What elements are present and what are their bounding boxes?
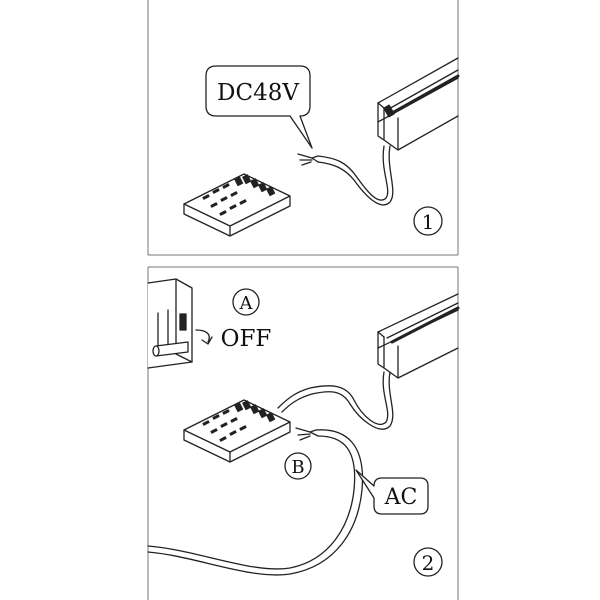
dc-cable [297, 145, 394, 206]
label-a-circle [232, 288, 260, 316]
switch-off-arrow [195, 329, 213, 345]
panel-1 [183, 57, 460, 237]
dc48v-callout [205, 65, 313, 149]
ac-callout [355, 469, 429, 515]
label-b-circle [284, 452, 312, 480]
label-b: B [291, 457, 304, 478]
ac-label: AC [384, 485, 418, 510]
step-1-circle [413, 206, 443, 236]
breaker-switch-box [147, 278, 193, 369]
panel-2 [147, 278, 460, 577]
led-light-bar [377, 57, 460, 151]
ac-cable [147, 427, 364, 576]
switch-off-label: OFF [221, 326, 272, 352]
driver-box [183, 173, 291, 237]
step-2-number: 2 [422, 551, 435, 575]
step-1-number: 1 [422, 210, 435, 234]
dc-cable-2 [277, 371, 394, 430]
label-a: A [239, 293, 254, 314]
dc48v-label: DC48V [217, 80, 299, 106]
step-2-circle [413, 547, 443, 577]
terminal-block-2 [234, 400, 276, 423]
led-light-bar-2 [377, 293, 460, 379]
terminal-block [234, 174, 276, 197]
driver-box-2 [183, 399, 291, 463]
